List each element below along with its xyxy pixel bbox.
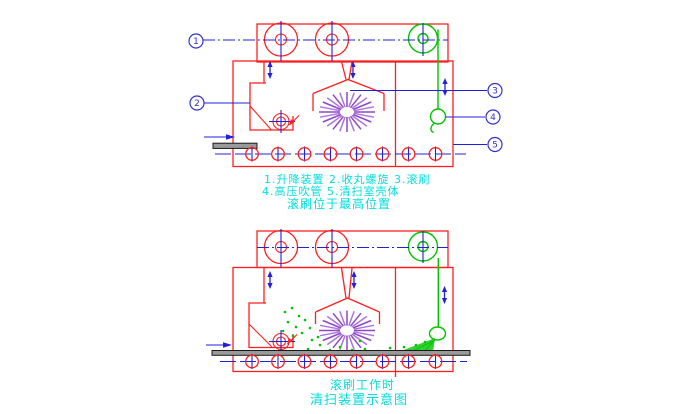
upper-diagram: 1 2 3 4 5 [188, 21, 503, 168]
flow-arrowhead-icon [289, 119, 295, 126]
roller-brush-raised [319, 92, 375, 132]
upper-pulley-middle [314, 21, 350, 61]
lower-diagram [206, 229, 471, 377]
callout-5: 5 [453, 136, 503, 153]
svg-text:3: 3 [492, 87, 498, 97]
legend-line-2: 4.高压吹管 5.清扫室壳体 [262, 184, 400, 198]
svg-text:1: 1 [193, 37, 199, 47]
legend-note: 滚刷位于最高位置 [287, 196, 391, 211]
lower-chamber-shell [232, 266, 454, 373]
roller-brush-working [319, 310, 375, 351]
callout-2: 2 [189, 95, 250, 111]
upper-pulley-left [263, 21, 299, 61]
feed-table [212, 142, 258, 149]
feed-arrow-icon [206, 342, 232, 348]
lift-arrow-icon [266, 270, 274, 290]
callout-4: 4 [445, 109, 501, 125]
lift-arrow-icon [441, 77, 449, 97]
workpiece-plate [211, 350, 471, 356]
lower-pulley-middle [314, 229, 350, 268]
caption-line-2: 清扫装置示意图 [310, 392, 408, 408]
lower-roller-row [245, 354, 443, 369]
nozzle [429, 108, 447, 125]
lower-shot-hopper [248, 267, 298, 353]
svg-text:5: 5 [492, 141, 498, 151]
callout-1: 1 [188, 33, 204, 49]
upper-chamber-shell [232, 60, 454, 168]
svg-text:2: 2 [194, 99, 200, 109]
lower-pulley-left [263, 229, 299, 268]
feed-arrow-icon [204, 134, 235, 140]
flow-arrowhead-icon [287, 338, 293, 345]
nozzle [428, 326, 447, 341]
upper-roller-row [245, 146, 443, 162]
lift-arrow-icon [350, 270, 358, 290]
upper-shot-hopper [249, 61, 300, 133]
upper-blow-pipe [429, 29, 447, 134]
callout-3: 3 [350, 82, 503, 99]
upper-brush-assembly [312, 61, 385, 132]
svg-text:4: 4 [490, 113, 496, 123]
legend-line-1: 1.升降装置 2.收丸螺旋 3.滚刷 [264, 172, 430, 186]
lift-arrow-icon [441, 285, 448, 305]
lower-brush-assembly [314, 267, 381, 351]
nozzle-tail [430, 122, 435, 134]
caption-line-1: 滚刷工作时 [330, 377, 395, 392]
lift-arrow-icon [266, 60, 274, 80]
lower-blow-pipe [401, 258, 447, 352]
